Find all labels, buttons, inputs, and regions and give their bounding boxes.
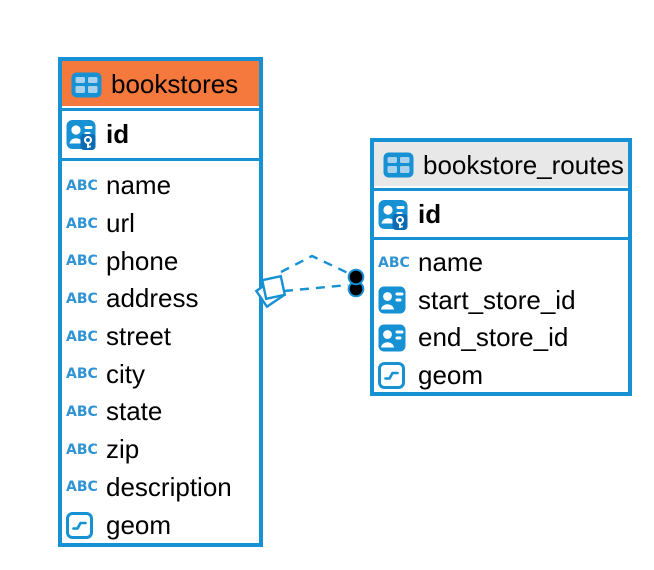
text-type-icon: ABC (66, 479, 98, 496)
column-row[interactable]: ABC phone (62, 242, 259, 280)
column-name: geom (418, 359, 484, 390)
text-type-icon: ABC (66, 328, 98, 345)
column-name: end_store_id (418, 322, 569, 353)
text-type-icon: ABC (66, 403, 98, 420)
column-name: state (106, 396, 163, 427)
column-list: ABC name ABC url ABC phone ABC address A… (62, 161, 259, 544)
table-icon (383, 152, 414, 178)
column-name: id (418, 198, 442, 229)
column-name: city (106, 358, 145, 389)
column-name: start_store_id (418, 284, 576, 315)
foreign-key-icon (378, 286, 412, 314)
primary-key-icon (66, 119, 100, 150)
text-type-icon: ABC (66, 290, 98, 307)
table-header-bookstore-routes[interactable]: bookstore_routes (374, 142, 628, 191)
text-type-icon: ABC (66, 366, 98, 383)
column-name: name (418, 247, 484, 278)
primary-key-icon (378, 199, 412, 230)
column-row[interactable]: geom (62, 506, 259, 544)
relationship-endpoint-dot[interactable] (347, 280, 365, 298)
column-row[interactable]: ABC name (374, 244, 628, 282)
table-node-bookstore-routes[interactable]: bookstore_routes id ABC (370, 138, 632, 396)
column-row[interactable]: ABC url (62, 205, 259, 243)
column-row[interactable]: ABC street (62, 318, 259, 356)
table-title: bookstore_routes (423, 149, 624, 180)
column-name: zip (106, 434, 140, 465)
column-name: url (106, 208, 135, 239)
column-name: address (106, 283, 199, 314)
table-header-bookstores[interactable]: bookstores (62, 61, 259, 111)
geometry-type-icon (378, 361, 412, 389)
column-row[interactable]: start_store_id (374, 282, 628, 320)
column-name: phone (106, 245, 179, 276)
column-row[interactable]: ABC address (62, 280, 259, 318)
text-type-icon: ABC (66, 253, 98, 270)
column-name: description (106, 471, 232, 502)
table-node-bookstores[interactable]: bookstores id ABC (58, 57, 263, 547)
column-row-pk[interactable]: id (62, 111, 259, 161)
geometry-type-icon (66, 511, 100, 539)
column-row[interactable]: end_store_id (374, 319, 628, 357)
table-icon (71, 72, 102, 98)
relationship-endpoint-dot[interactable] (347, 268, 365, 286)
column-name: name (106, 170, 172, 201)
text-type-icon: ABC (378, 254, 410, 271)
column-name: id (106, 119, 130, 149)
relationship-line[interactable] (280, 254, 351, 276)
column-row[interactable]: ABC zip (62, 431, 259, 469)
text-type-icon: ABC (66, 215, 98, 232)
column-row[interactable]: ABC state (62, 393, 259, 431)
column-row-pk[interactable]: id (374, 191, 628, 240)
foreign-key-icon (378, 324, 412, 352)
column-row[interactable]: ABC description (62, 469, 259, 507)
column-row[interactable]: ABC name (62, 167, 259, 205)
column-row[interactable]: geom (374, 357, 628, 395)
text-type-icon: ABC (66, 441, 98, 458)
text-type-icon: ABC (66, 177, 98, 194)
column-name: street (106, 321, 172, 352)
column-list: ABC name start_store_id (374, 240, 628, 394)
column-row[interactable]: ABC city (62, 355, 259, 393)
column-name: geom (106, 509, 172, 540)
table-title: bookstores (111, 69, 239, 99)
relationship-line[interactable] (283, 283, 349, 293)
